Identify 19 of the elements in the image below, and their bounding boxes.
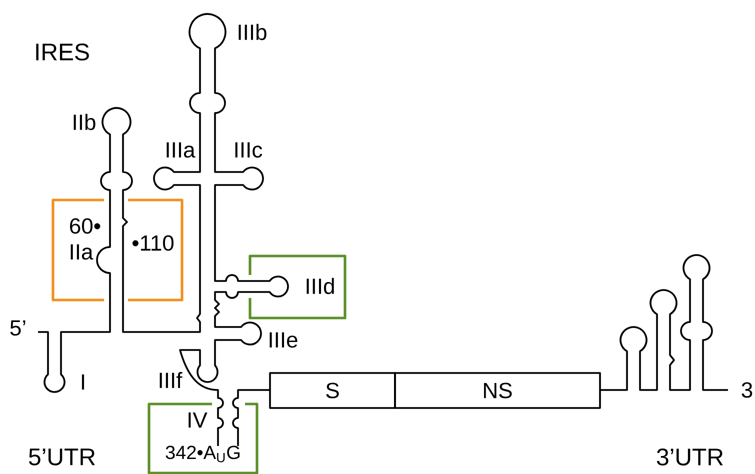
end-label: 3: [742, 382, 752, 398]
stem-label: IIb: [74, 114, 96, 130]
stem-label: IIIb: [238, 24, 266, 40]
genome-region-box: NS: [394, 372, 601, 409]
stem-label: IIa: [70, 244, 94, 260]
stem-label: IV: [188, 412, 208, 428]
stem-label: IIIe: [270, 332, 298, 348]
end-label: 5’: [10, 320, 26, 336]
stem-label: IIId: [306, 278, 334, 294]
stem-label: IIIa: [166, 142, 196, 158]
start-codon-label: 342•A$_{U}$G: [166, 446, 240, 462]
stem-label: I: [82, 374, 84, 390]
position-label: 60•: [70, 218, 100, 234]
title-label: IRES: [36, 44, 89, 60]
region-label: 5’UTR: [28, 448, 95, 466]
stem-label: IIIc: [235, 142, 262, 158]
region-label: 3’UTR: [656, 448, 723, 466]
genome-region-box: S: [269, 372, 396, 409]
position-label: •110: [132, 235, 174, 251]
